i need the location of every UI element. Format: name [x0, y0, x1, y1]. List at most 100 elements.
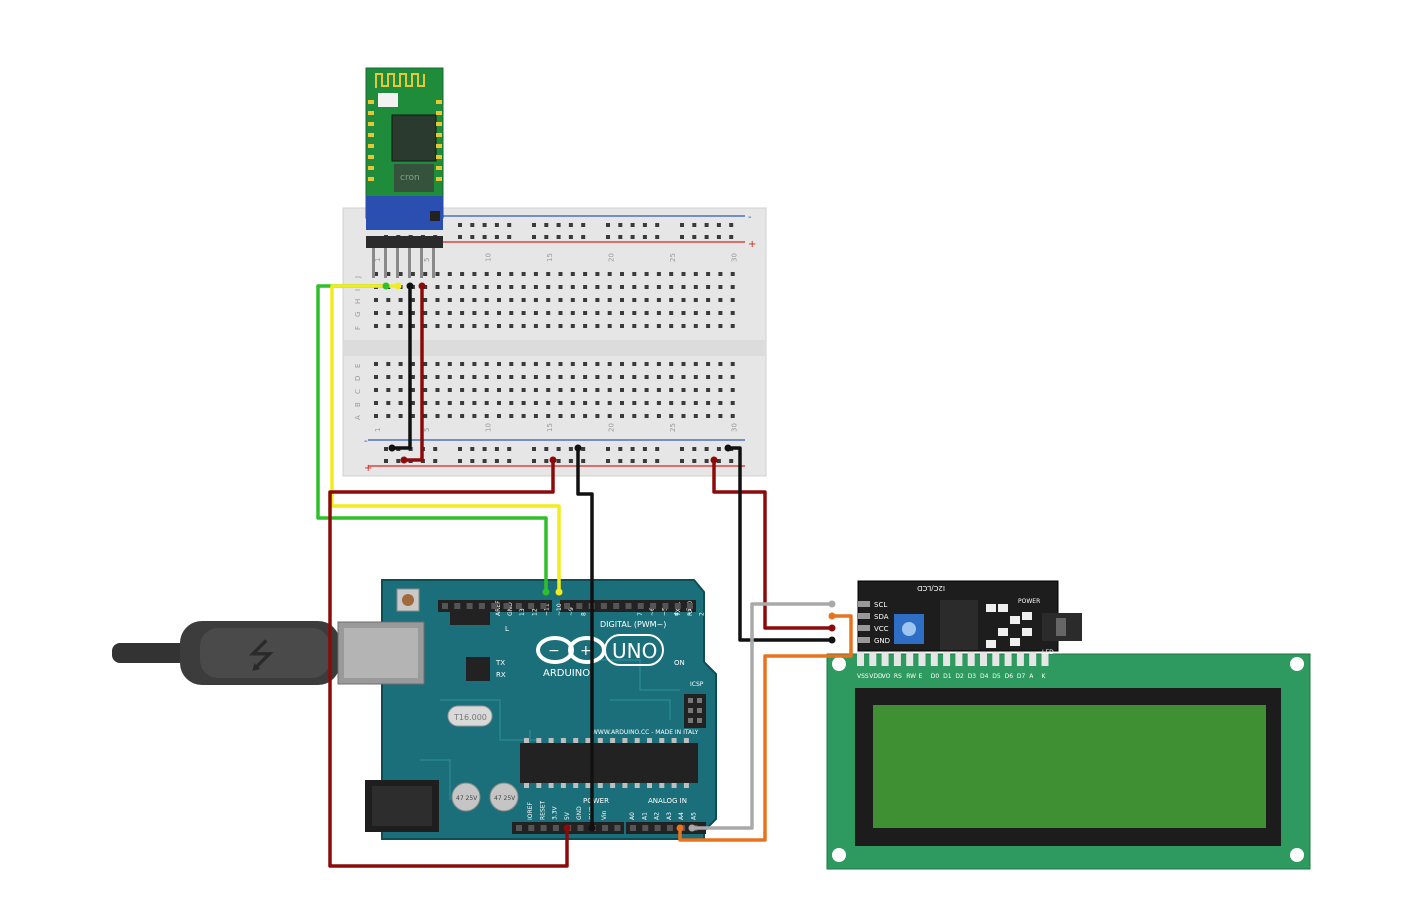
- power-header-label: POWER: [583, 797, 609, 805]
- wire-end-dot: [676, 824, 684, 832]
- pin-label-d2: 2: [698, 612, 705, 616]
- pin-label-a1: A1: [641, 812, 648, 820]
- logo-plus-icon: +: [580, 643, 592, 659]
- arduino-brand-text: ARDUINO: [543, 668, 590, 679]
- lcd-pin-label-d3: D3: [968, 673, 977, 680]
- pin-label-power-1: RESET: [539, 800, 546, 820]
- rail-minus-label-top: -: [748, 212, 752, 223]
- lcd-pin-label-d6: D6: [1005, 673, 1014, 680]
- row-label-I: I: [354, 289, 362, 291]
- wires: [316, 282, 853, 868]
- row-label-A: A: [354, 415, 362, 420]
- website-label: WWW.ARDUINO.CC - MADE IN ITALY: [592, 729, 699, 736]
- pin-label-d3: ~3: [686, 607, 693, 616]
- wire-end-dot: [418, 282, 426, 290]
- pin-label-gnd-top: GND: [507, 602, 514, 616]
- usb-icon: ⭍: [247, 636, 275, 676]
- pin-label-d9: ~9: [568, 607, 575, 616]
- row-label-D: D: [354, 376, 362, 381]
- wire-end-dot: [724, 444, 732, 452]
- wire-red-5v[interactable]: [328, 458, 569, 868]
- i2c-pin-label-scl: SCL: [874, 601, 887, 609]
- wire-end-dot: [828, 636, 836, 644]
- i2c-led-label: LED: [1042, 649, 1054, 656]
- lcd-pin-label-d4: D4: [980, 673, 989, 680]
- col-label-25: 25: [669, 423, 677, 432]
- pin-label-tx: TX▸1: [675, 601, 682, 617]
- lcd-pin-label-a: A: [1029, 673, 1034, 680]
- wire-black-bt-gnd[interactable]: [390, 284, 412, 450]
- row-label-G: G: [354, 312, 362, 317]
- wire-yellow-rx[interactable]: [330, 284, 561, 592]
- pin-label-d13: 13: [519, 608, 526, 616]
- i2c-pin-label-vcc: VCC: [874, 625, 889, 633]
- wire-end-dot: [406, 282, 414, 290]
- row-label-E: E: [354, 364, 362, 368]
- pin-label-d7: 7: [637, 612, 644, 616]
- analog-header-label: ANALOG IN: [648, 797, 687, 805]
- lcd-pin-label-k: K: [1042, 673, 1047, 680]
- pin-label-a4: A4: [678, 812, 685, 820]
- pin-label-power-6: Vin: [601, 810, 608, 820]
- lcd-pin-label-rw: RW: [906, 673, 916, 680]
- capacitor-1-label: 47 25V: [456, 795, 478, 802]
- wire-end-dot: [555, 588, 563, 596]
- pin-label-power-4: GND: [576, 806, 583, 820]
- row-label-B: B: [354, 402, 362, 407]
- wire-end-dot: [828, 600, 836, 608]
- wire-end-dot: [828, 624, 836, 632]
- icsp-label: ICSP: [690, 681, 704, 688]
- col-label-20: 20: [608, 253, 616, 262]
- i2c-pin-label-sda: SDA: [874, 613, 889, 621]
- col-label-10: 10: [485, 253, 493, 262]
- l-led-label: L: [505, 625, 509, 633]
- pin-label-aref: AREF: [495, 600, 502, 616]
- wire-black-lcd-gnd[interactable]: [726, 446, 834, 642]
- digital-label: DIGITAL (PWM~): [600, 620, 666, 629]
- wire-end-dot: [400, 456, 408, 464]
- pin-label-a0: A0: [629, 812, 636, 820]
- wire-black-gnd[interactable]: [576, 446, 594, 830]
- pin-label-power-3: 5V: [564, 811, 571, 820]
- col-label-5: 5: [423, 258, 431, 262]
- usb-cable: ⭍: [112, 621, 425, 685]
- rail-minus-label-bottom: -: [364, 436, 368, 447]
- wire-end-dot: [394, 282, 402, 290]
- lcd-pin-label-vo: VO: [882, 673, 891, 680]
- row-label-C: C: [354, 389, 362, 394]
- wire-end-dot: [588, 824, 596, 832]
- pin-label-d11: ~11: [544, 603, 551, 616]
- wire-orange-sda[interactable]: [678, 614, 853, 842]
- wire-end-dot: [828, 612, 836, 620]
- wire-gray-scl[interactable]: [690, 602, 834, 830]
- on-label: ON: [674, 659, 685, 667]
- pin-label-d10: ~10: [556, 603, 563, 616]
- pin-label-power-0: IOREF: [527, 802, 534, 820]
- wire-end-dot: [388, 444, 396, 452]
- col-label-30: 30: [731, 253, 739, 262]
- atmega-chip: [520, 743, 698, 783]
- lcd-pin-label-vdd: VDD: [869, 673, 883, 680]
- wire-end-dot: [710, 456, 718, 464]
- antenna-icon: [375, 73, 425, 88]
- row-label-F: F: [354, 326, 362, 330]
- lcd-pin-label-rs: RS: [894, 673, 902, 680]
- wire-end-dot: [549, 456, 557, 464]
- pin-label-d6: ~6: [649, 607, 656, 616]
- i2c-power-label: POWER: [1018, 598, 1040, 605]
- col-label-25: 25: [669, 253, 677, 262]
- row-label-J: J: [354, 276, 362, 279]
- wire-end-dot: [688, 824, 696, 832]
- col-label-5: 5: [423, 428, 431, 432]
- col-label-1: 1: [374, 258, 382, 262]
- capacitor-2-label: 47 25V: [494, 795, 516, 802]
- pin-label-d4: 4: [674, 612, 681, 616]
- wire-red-bt-vcc[interactable]: [402, 284, 424, 462]
- wire-red-lcd-vcc[interactable]: [712, 458, 834, 630]
- pin-label-a3: A3: [666, 812, 673, 820]
- col-label-15: 15: [546, 423, 554, 432]
- wire-end-dot: [542, 588, 550, 596]
